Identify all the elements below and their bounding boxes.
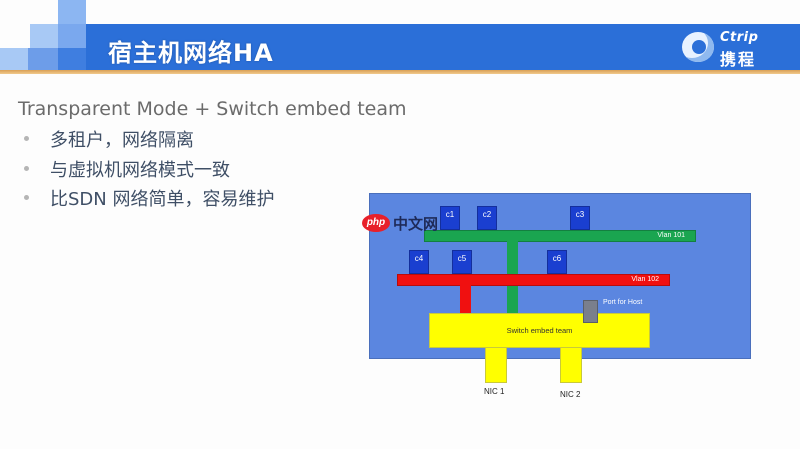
decor-square [58,0,86,24]
vm-c4: c4 [409,250,429,274]
bullet-dot-icon [24,165,29,171]
decor-square [58,24,86,48]
bullet-dot-icon [24,136,29,141]
logo-text-en: Ctrip [720,30,759,45]
vm-c5: c5 [452,250,472,274]
section-heading: Transparent Mode + Switch embed team [18,98,407,120]
vm-c1: c1 [440,206,460,230]
watermark-text: 中文网 [393,215,439,233]
dolphin-logo-icon [682,32,714,62]
logo-text-cn: 携程 [720,50,757,69]
header-accent-strip [0,70,800,74]
bullet-dot-icon [24,195,29,200]
nic-2-label: NIC 2 [560,390,581,399]
vlan-102-uplink [460,285,471,314]
decor-square [30,24,58,48]
header-bar-extension [58,48,86,70]
decor-square [28,48,58,70]
bullet-text: 与虚拟机网络模式一致 [50,159,230,181]
php-logo-icon: php [362,214,390,232]
vm-c3: c3 [570,206,590,230]
vlan-102-bus: Vlan 102 [397,274,670,286]
nic-2 [560,347,582,383]
host-port-label: Port for Host [603,299,643,306]
vm-c6: c6 [547,250,567,274]
vlan-101-bus: Vlan 101 [424,230,696,242]
bullet-text: 多租户，网络隔离 [50,130,194,151]
switch-embed-team: Switch embed team [429,313,650,348]
slide-title: 宿主机网络HA [108,39,274,67]
decor-square [0,48,28,70]
nic-1-label: NIC 1 [484,387,505,396]
ctrip-logo: Ctrip 携程 [678,28,790,69]
header-bar [86,24,800,70]
nic-1 [485,347,507,383]
host-port [583,300,598,323]
bullet-text: 比SDN 网络简单，容易维护 [50,189,275,210]
vm-c2: c2 [477,206,497,230]
